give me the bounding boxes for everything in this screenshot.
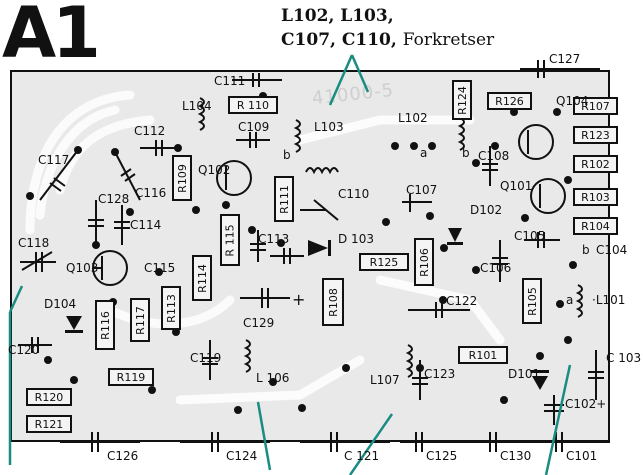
label-l107: L107	[370, 373, 400, 387]
resistor-r125: R125	[359, 253, 409, 271]
label-c101: C101	[566, 449, 598, 463]
label-a-l102: a	[420, 146, 428, 160]
resistor-r106: R106	[414, 238, 434, 286]
resistor-r120: R120	[26, 388, 72, 406]
resistor-r124: R124	[452, 80, 472, 120]
page-id: A1	[2, 0, 101, 74]
resistor-r115: R 115	[220, 214, 240, 266]
resistor-r116-label: R116	[98, 310, 112, 340]
resistor-r104: R104	[573, 217, 618, 235]
header-forkretser: Forkretser	[402, 30, 495, 50]
resistor-r106-label: R106	[417, 247, 431, 277]
label-d102: D102	[470, 203, 503, 217]
resistor-r109: R109	[172, 155, 192, 201]
label-l102: L102	[398, 111, 428, 125]
resistor-r121: R121	[26, 415, 72, 433]
label-c113: C113	[258, 232, 290, 246]
label-c112: C112	[134, 124, 166, 138]
label-c115: C115	[144, 261, 176, 275]
label-c114: C114	[130, 218, 162, 232]
resistor-r109-label: R109	[175, 163, 189, 193]
label-l101: ·L101	[592, 293, 626, 307]
label-c106: C106	[480, 261, 512, 275]
label-c119: C119	[190, 351, 222, 365]
resistor-r114: R114	[192, 255, 212, 301]
label-c107: C107	[406, 183, 438, 197]
label-d103: D 103	[338, 232, 374, 246]
label-l106: L 106	[256, 371, 290, 385]
header-components: C107, C110,	[281, 30, 397, 50]
resistor-r101: R101	[458, 346, 508, 364]
resistor-r114-label: R114	[195, 263, 209, 293]
resistor-r126: R126	[487, 92, 532, 110]
resistor-r113: R113	[161, 286, 181, 330]
resistor-r105: R105	[522, 278, 542, 324]
resistor-r107: R107	[573, 97, 618, 115]
resistor-r115-label: R 115	[223, 223, 237, 257]
header-line-1: L102, L103,	[281, 6, 394, 26]
label-q101: Q101	[500, 179, 533, 193]
resistor-r117: R117	[130, 298, 150, 342]
label-b-l102: b	[462, 146, 470, 160]
resistor-r103: R103	[573, 188, 618, 206]
label-c129: C129	[243, 316, 275, 330]
label-c121: C 121	[344, 449, 380, 463]
resistor-r119: R119	[108, 368, 154, 386]
label-c110: C110	[338, 187, 370, 201]
label-d104: D104	[44, 297, 77, 311]
label-q103: Q103	[66, 261, 99, 275]
label-c109: C109	[238, 120, 270, 134]
resistor-r105-label: R105	[525, 286, 539, 316]
label-c122: C122	[446, 294, 478, 308]
label-b-l101: b	[582, 243, 590, 257]
resistor-r116: R116	[95, 300, 115, 350]
resistor-r117-label: R117	[133, 305, 147, 335]
label-c103: C 103	[606, 351, 642, 365]
label-c104: C104	[596, 243, 628, 257]
header-line-2: C107, C110, Forkretser	[281, 32, 494, 49]
label-c111: C111	[214, 74, 246, 88]
label-c125: C125	[426, 449, 458, 463]
label-c128: C128	[98, 192, 130, 206]
label-c105: C105	[514, 229, 546, 243]
label-c120: C120	[8, 343, 40, 357]
resistor-r123: R123	[573, 126, 618, 144]
resistor-r113-label: R113	[164, 293, 178, 323]
label-c126: C126	[107, 449, 139, 463]
label-q102: Q102	[198, 163, 231, 177]
label-c116: C116	[135, 186, 167, 200]
label-b-l103: b	[283, 148, 291, 162]
label-l103: L103	[314, 120, 344, 134]
label-a-l101: a	[566, 293, 574, 307]
label-c130: C130	[500, 449, 532, 463]
resistor-r111: R111	[274, 176, 294, 222]
label-c117: C117	[38, 153, 70, 167]
resistor-r108-label: R108	[326, 287, 340, 317]
label-d101: D101	[508, 367, 541, 381]
label-c123: C123	[424, 367, 456, 381]
label-c102: C102+	[565, 397, 607, 411]
label-c108: C108	[478, 149, 510, 163]
resistor-r124-label: R124	[455, 85, 469, 115]
resistor-r102: R102	[573, 155, 618, 173]
label-c127: C127	[549, 52, 581, 66]
resistor-r108: R108	[322, 278, 344, 326]
resistor-r111-label: R111	[277, 184, 291, 214]
label-c118: C118	[18, 236, 50, 250]
label-c124: C124	[226, 449, 258, 463]
label-l104: L104	[182, 99, 212, 113]
resistor-r110: R 110	[228, 96, 278, 114]
label-plus: +	[292, 290, 306, 309]
label-q104: Q104	[556, 94, 589, 108]
